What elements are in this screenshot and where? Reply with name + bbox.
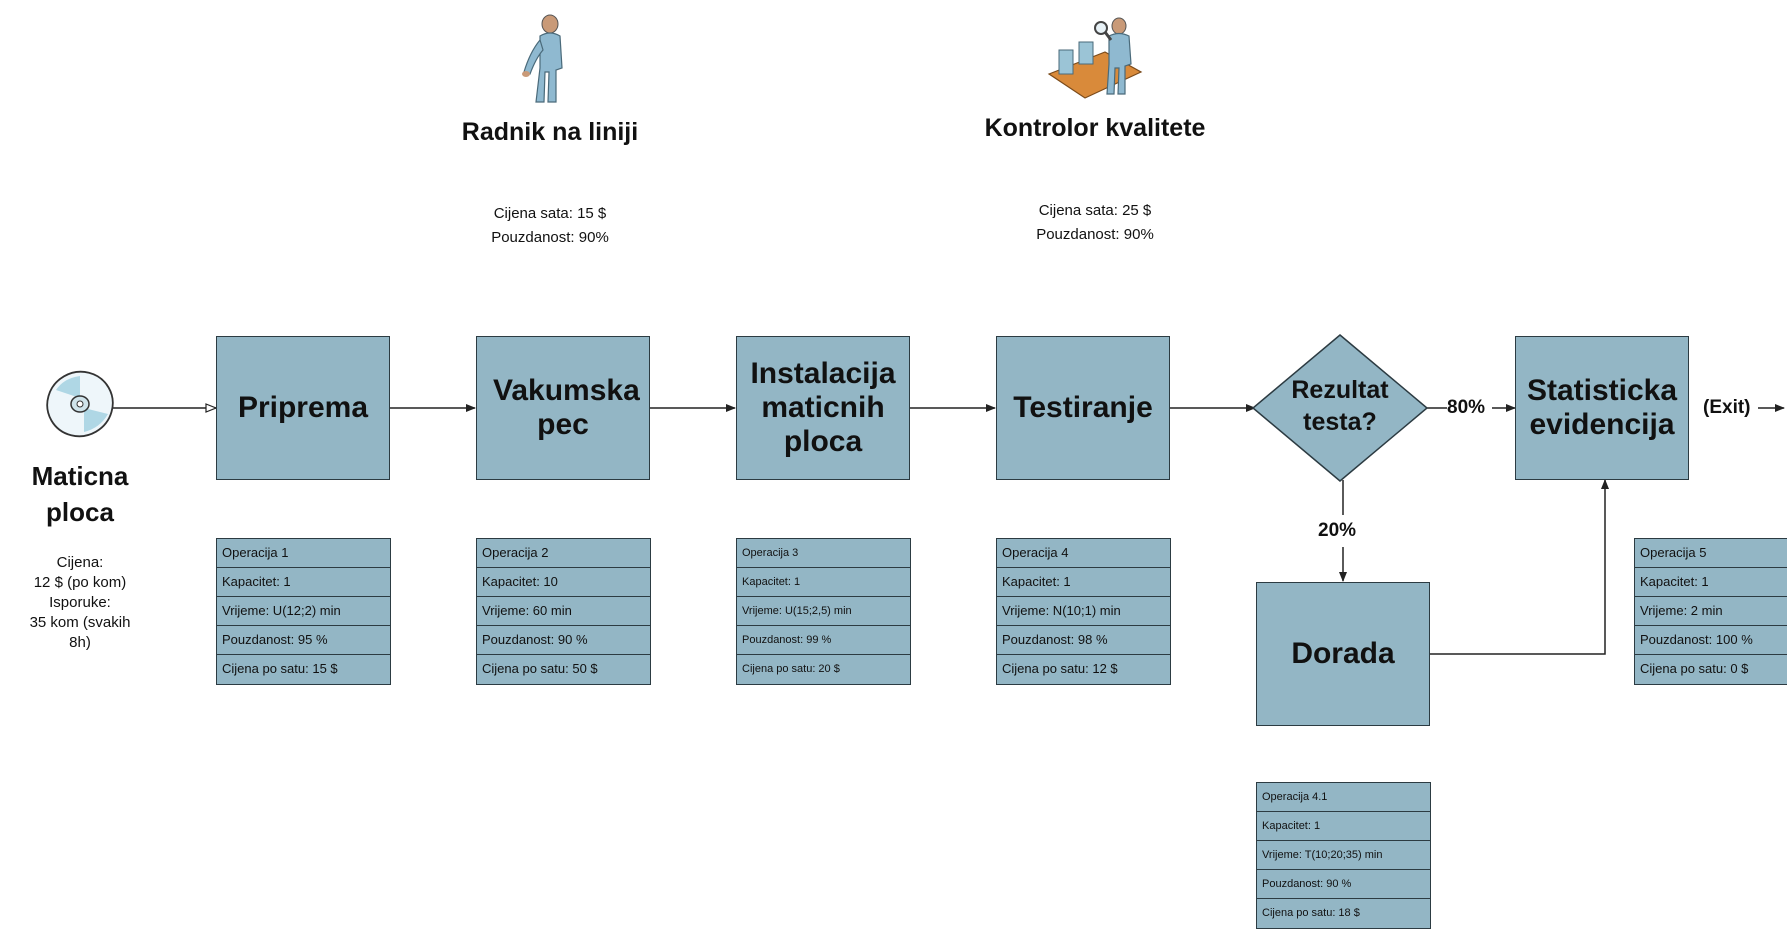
branch-label-80: 80% [1447, 397, 1486, 419]
info-row: Operacija 1 [217, 539, 390, 568]
info-row: Kapacitet: 10 [477, 568, 650, 597]
info-table-operacija-1: Operacija 1 Kapacitet: 1 Vrijeme: U(12;2… [216, 538, 391, 685]
process-vakumska-pec[interactable]: Vakumska pec [476, 336, 650, 480]
info-row: Operacija 4.1 [1257, 783, 1430, 812]
role-reliability: Pouzdanost: 90% [1036, 226, 1154, 243]
process-label: Dorada [1291, 637, 1395, 670]
info-row: Cijena po satu: 12 $ [997, 655, 1170, 684]
info-row: Vrijeme: 60 min [477, 597, 650, 626]
info-row: Vrijeme: N(10;1) min [997, 597, 1170, 626]
process-priprema[interactable]: Priprema [216, 336, 390, 480]
info-table-operacija-3: Operacija 3 Kapacitet: 1 Vrijeme: U(15;2… [736, 538, 911, 685]
decision-label[interactable]: Rezultat testa? [1291, 376, 1389, 436]
info-row: Pouzdanost: 99 % [737, 626, 910, 655]
info-row: Vrijeme: U(12;2) min [217, 597, 390, 626]
source-title-line2: ploca [46, 497, 114, 527]
connector-dorada-statisticka [1430, 479, 1609, 655]
info-row: Pouzdanost: 90 % [477, 626, 650, 655]
process-label: Statisticka evidencija [1526, 374, 1678, 441]
role-rate: Cijena sata: 25 $ [1038, 202, 1152, 219]
info-row: Kapacitet: 1 [217, 568, 390, 597]
disc-icon [46, 370, 114, 438]
source-detail-line: Isporuke: [49, 594, 111, 611]
info-row: Cijena po satu: 50 $ [477, 655, 650, 684]
info-row: Vrijeme: T(10;20;35) min [1257, 841, 1430, 870]
exit-label: (Exit) [1703, 397, 1751, 419]
info-row: Cijena po satu: 15 $ [217, 655, 390, 684]
source-detail-line: 12 $ (po kom) [33, 574, 127, 591]
info-row: Kapacitet: 1 [1635, 568, 1787, 597]
source-detail-line: Cijena: [56, 554, 104, 571]
info-row: Vrijeme: U(15;2,5) min [737, 597, 910, 626]
source-details: Cijena: 12 $ (po kom) Isporuke: 35 kom (… [0, 553, 160, 653]
worker-icon [522, 14, 563, 103]
role-rate: Cijena sata: 15 $ [493, 205, 607, 222]
info-table-operacija-4: Operacija 4 Kapacitet: 1 Vrijeme: N(10;1… [996, 538, 1171, 685]
process-label: Vakumska pec [493, 374, 640, 441]
info-row: Operacija 2 [477, 539, 650, 568]
info-row: Operacija 4 [997, 539, 1170, 568]
source-detail-line: 35 kom (svakih [29, 614, 131, 631]
info-row: Pouzdanost: 100 % [1635, 626, 1787, 655]
info-row: Cijena po satu: 0 $ [1635, 655, 1787, 684]
branch-label-20: 20% [1318, 520, 1357, 542]
info-row: Pouzdanost: 95 % [217, 626, 390, 655]
info-row: Kapacitet: 1 [737, 568, 910, 597]
info-row: Kapacitet: 1 [997, 568, 1170, 597]
process-instalacija[interactable]: Instalacija maticnih ploca [736, 336, 910, 480]
source-detail-line: 8h) [69, 634, 91, 651]
process-statisticka-evidencija[interactable]: Statisticka evidencija [1515, 336, 1689, 480]
process-label: Instalacija maticnih ploca [750, 357, 896, 458]
info-table-operacija-4-1: Operacija 4.1 Kapacitet: 1 Vrijeme: T(10… [1256, 782, 1431, 929]
info-row: Pouzdanost: 90 % [1257, 870, 1430, 899]
info-row: Pouzdanost: 98 % [997, 626, 1170, 655]
source-title-line1: Maticna [31, 461, 129, 491]
process-label: Testiranje [1013, 391, 1153, 424]
role-title: Kontrolor kvalitete [984, 114, 1206, 142]
decision-diamond [1251, 334, 1429, 482]
info-table-operacija-2: Operacija 2 Kapacitet: 10 Vrijeme: 60 mi… [476, 538, 651, 685]
process-label: Priprema [237, 391, 369, 424]
role-title: Radnik na liniji [461, 118, 639, 146]
info-row: Operacija 3 [737, 539, 910, 568]
process-testiranje[interactable]: Testiranje [996, 336, 1170, 480]
process-dorada[interactable]: Dorada [1256, 582, 1430, 726]
info-row: Cijena po satu: 20 $ [737, 655, 910, 684]
info-row: Operacija 5 [1635, 539, 1787, 568]
info-row: Vrijeme: 2 min [1635, 597, 1787, 626]
info-table-operacija-5: Operacija 5 Kapacitet: 1 Vrijeme: 2 min … [1634, 538, 1787, 685]
info-row: Kapacitet: 1 [1257, 812, 1430, 841]
info-row: Cijena po satu: 18 $ [1257, 899, 1430, 928]
role-reliability: Pouzdanost: 90% [491, 229, 609, 246]
quality-inspector-icon [1047, 17, 1143, 99]
